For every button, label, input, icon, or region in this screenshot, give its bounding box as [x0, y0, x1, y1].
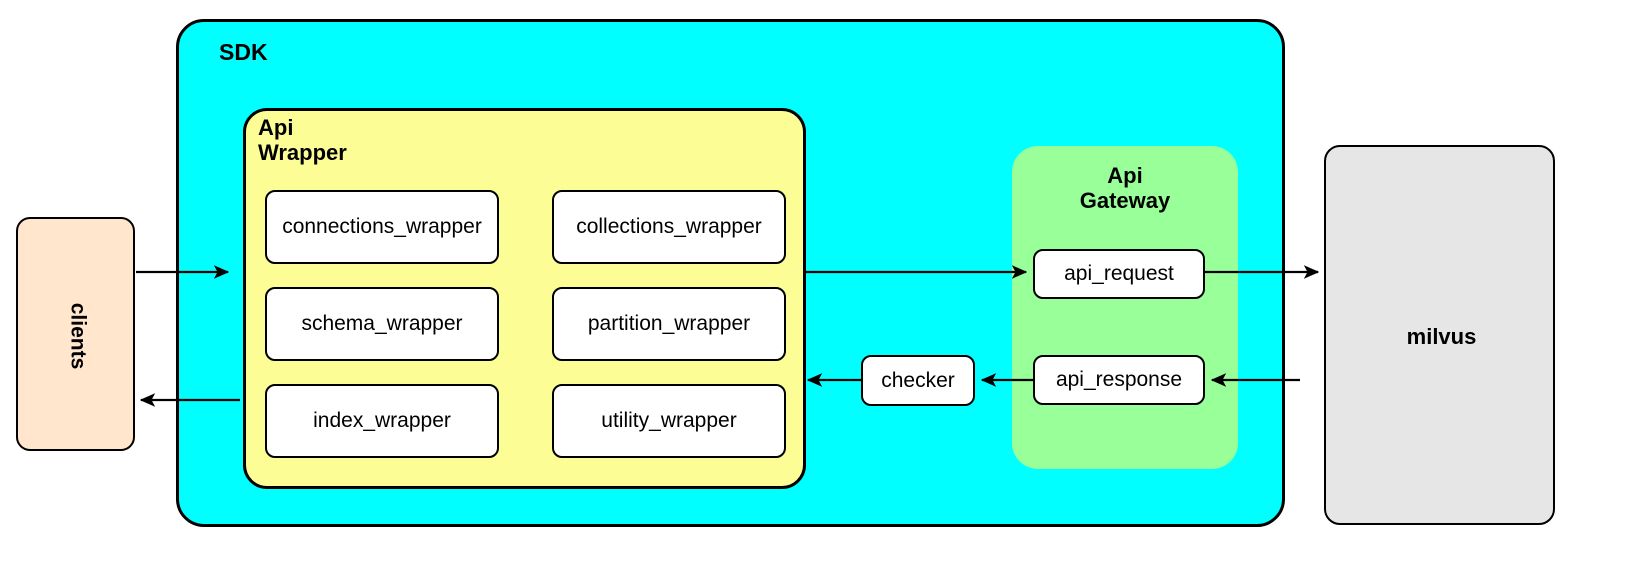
- node-partition-wrapper[interactable]: partition_wrapper: [552, 287, 786, 361]
- node-api-gateway-container[interactable]: [1012, 146, 1238, 469]
- node-milvus[interactable]: milvus: [1324, 145, 1555, 525]
- node-utility-wrapper[interactable]: utility_wrapper: [552, 384, 786, 458]
- sdk-label: SDK: [219, 39, 268, 65]
- node-index-wrapper[interactable]: index_wrapper: [265, 384, 499, 458]
- milvus-label: milvus: [1406, 324, 1477, 349]
- node-collections-wrapper[interactable]: collections_wrapper: [552, 190, 786, 264]
- api-gateway-label: Api Gateway: [1079, 163, 1171, 213]
- clients-label: clients: [66, 302, 90, 370]
- node-connections-wrapper[interactable]: connections_wrapper: [265, 190, 499, 264]
- node-api-request[interactable]: api_request: [1033, 249, 1205, 299]
- node-api-response[interactable]: api_response: [1033, 355, 1205, 405]
- node-schema-wrapper[interactable]: schema_wrapper: [265, 287, 499, 361]
- node-clients[interactable]: clients: [16, 217, 135, 451]
- api-wrapper-label: Api Wrapper: [258, 115, 347, 165]
- node-checker[interactable]: checker: [861, 355, 975, 406]
